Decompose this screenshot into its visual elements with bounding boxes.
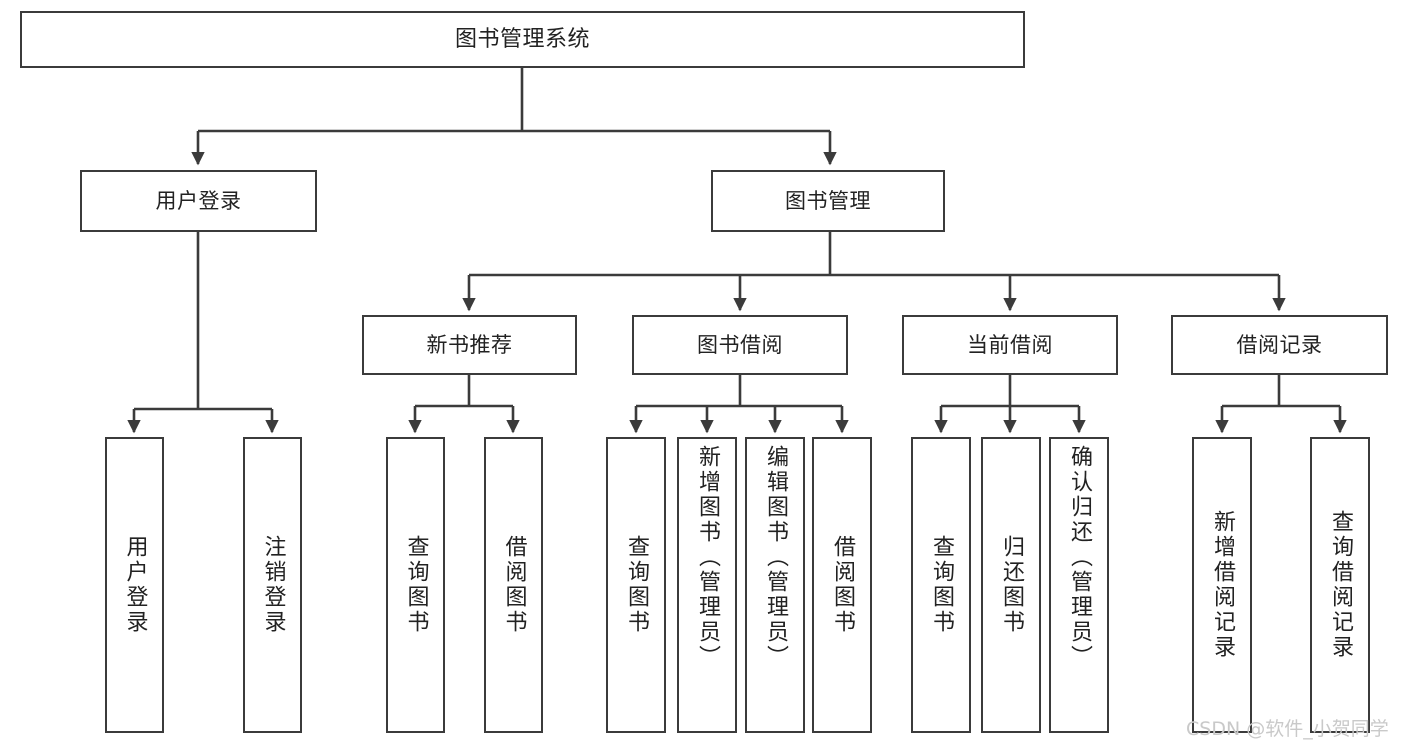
- node-leaf-query-book-2[interactable]: 查询图书: [606, 437, 666, 733]
- node-label: 用户登录: [155, 188, 242, 213]
- node-leaf-edit-book[interactable]: 编辑图书（管理员）: [745, 437, 805, 733]
- node-leaf-borrow-book-2[interactable]: 借阅图书: [812, 437, 872, 733]
- node-label: 查询图书: [403, 535, 429, 635]
- node-new-book-recommend[interactable]: 新书推荐: [362, 315, 577, 375]
- node-leaf-query-record[interactable]: 查询借阅记录: [1310, 437, 1370, 733]
- node-user-login[interactable]: 用户登录: [80, 170, 317, 232]
- node-leaf-confirm-return[interactable]: 确认归还（管理员）: [1049, 437, 1109, 733]
- node-leaf-return-book[interactable]: 归还图书: [981, 437, 1041, 733]
- node-label: 新增图书（管理员）: [695, 445, 720, 670]
- node-label: 图书借阅: [697, 332, 783, 357]
- node-label: 图书管理: [785, 188, 871, 213]
- node-leaf-query-book-3[interactable]: 查询图书: [911, 437, 971, 733]
- node-label: 查询借阅记录: [1328, 510, 1353, 660]
- node-label: 归还图书: [999, 535, 1024, 635]
- node-label: 新增借阅记录: [1210, 510, 1235, 660]
- node-current-borrow[interactable]: 当前借阅: [902, 315, 1118, 375]
- node-label: 查询图书: [624, 535, 649, 635]
- node-label: 当前借阅: [967, 332, 1053, 357]
- node-label: 用户登录: [122, 535, 148, 635]
- node-leaf-user-logout[interactable]: 注销登录: [243, 437, 302, 733]
- node-label: 注销登录: [260, 535, 286, 635]
- node-label: 编辑图书（管理员）: [763, 445, 788, 670]
- node-book-management[interactable]: 图书管理: [711, 170, 945, 232]
- watermark-text: CSDN @软件_小贺同学: [1186, 718, 1389, 740]
- node-label: 借阅图书: [501, 535, 527, 635]
- node-label: 确认归还（管理员）: [1067, 445, 1092, 670]
- node-borrow-record[interactable]: 借阅记录: [1171, 315, 1388, 375]
- node-leaf-query-book-1[interactable]: 查询图书: [386, 437, 445, 733]
- node-leaf-user-login[interactable]: 用户登录: [105, 437, 164, 733]
- node-root-system[interactable]: 图书管理系统: [20, 11, 1025, 68]
- node-leaf-add-record[interactable]: 新增借阅记录: [1192, 437, 1252, 733]
- node-label: 查询图书: [929, 535, 954, 635]
- node-label: 新书推荐: [426, 332, 513, 357]
- node-label: 图书管理系统: [454, 26, 590, 52]
- node-label: 借阅记录: [1236, 332, 1323, 357]
- node-leaf-borrow-book-1[interactable]: 借阅图书: [484, 437, 543, 733]
- node-book-borrow[interactable]: 图书借阅: [632, 315, 848, 375]
- node-leaf-add-book[interactable]: 新增图书（管理员）: [677, 437, 737, 733]
- node-label: 借阅图书: [830, 535, 855, 635]
